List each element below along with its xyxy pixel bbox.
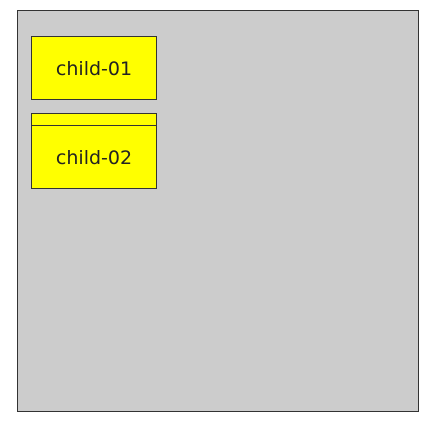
child-label-1: child-01 xyxy=(55,58,133,80)
child-box-2-top-strip xyxy=(32,114,156,126)
child-box-1: child-01 xyxy=(31,36,157,100)
child-label-2: child-02 xyxy=(55,147,133,169)
child-box-2: child-02 xyxy=(31,113,157,189)
parent-container: child-01 child-02 xyxy=(17,10,419,412)
